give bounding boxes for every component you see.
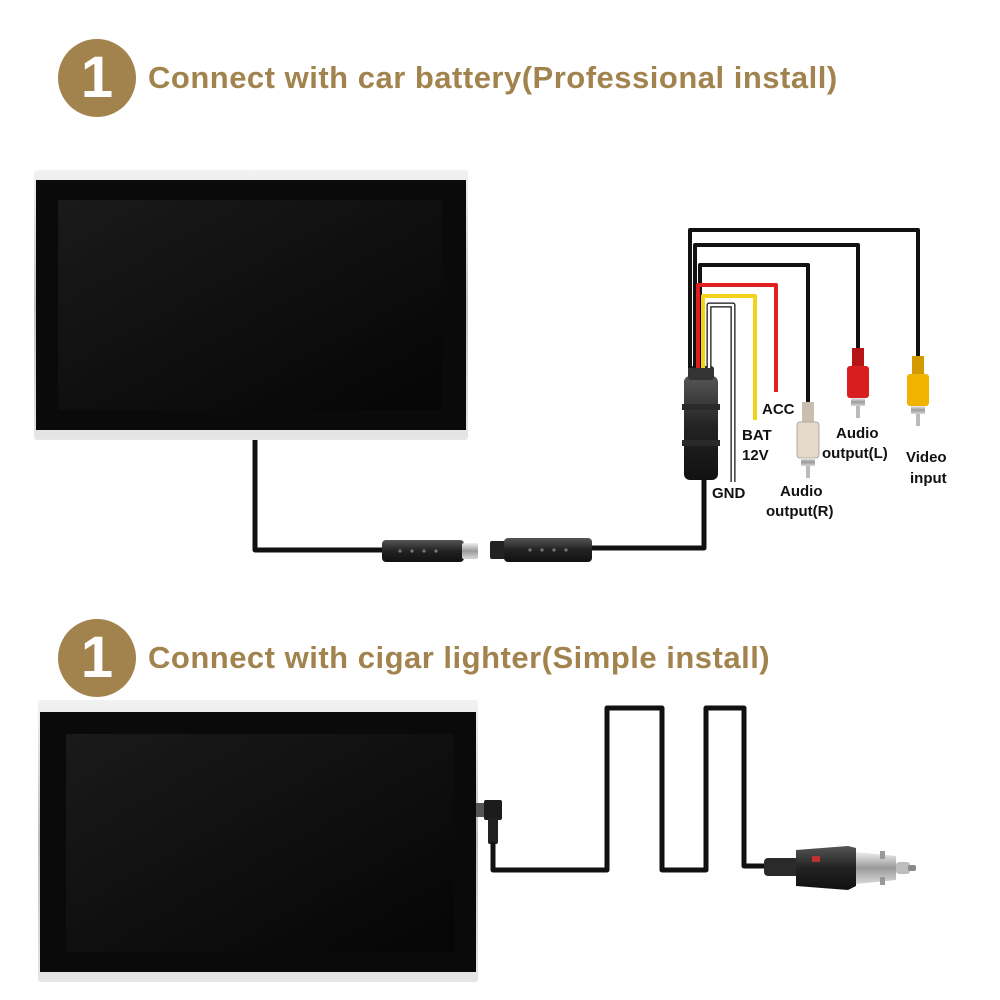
step-number-badge: 1 bbox=[58, 39, 136, 117]
rca-audio-l-plug bbox=[847, 348, 869, 418]
rca-video-plug bbox=[907, 356, 929, 426]
audio-l-label-line1: Audio bbox=[836, 425, 879, 442]
audio-r-label-line2: output(R) bbox=[766, 503, 833, 520]
cigar-lighter-plug bbox=[764, 846, 916, 890]
step-title: Connect with car battery(Professional in… bbox=[148, 60, 838, 95]
step-2-header: 1 Connect with cigar lighter(Simple inst… bbox=[58, 618, 770, 698]
video-label-line2: input bbox=[910, 470, 947, 487]
step-1-header: 1 Connect with car battery(Professional … bbox=[58, 38, 838, 118]
power-cable bbox=[490, 705, 800, 873]
monitor-2 bbox=[38, 700, 478, 982]
acc-label: ACC bbox=[762, 401, 795, 418]
main-cable bbox=[252, 440, 707, 553]
bat-label-line1: BAT bbox=[742, 427, 772, 444]
inline-connector bbox=[382, 538, 592, 562]
breakout-connector bbox=[682, 366, 720, 480]
step-title: Connect with cigar lighter(Simple instal… bbox=[148, 640, 771, 675]
rca-audio-r-plug bbox=[796, 402, 820, 478]
step-number-badge: 1 bbox=[58, 619, 136, 697]
monitor-1 bbox=[34, 170, 468, 440]
breakout-wires bbox=[688, 228, 920, 482]
video-label-line1: Video bbox=[906, 449, 947, 466]
audio-l-label-line2: output(L) bbox=[822, 445, 888, 462]
gnd-label: GND bbox=[712, 485, 746, 502]
audio-r-label-line1: Audio bbox=[780, 483, 823, 500]
dc-plug bbox=[476, 800, 502, 844]
bat-label-line2: 12V bbox=[742, 447, 769, 464]
